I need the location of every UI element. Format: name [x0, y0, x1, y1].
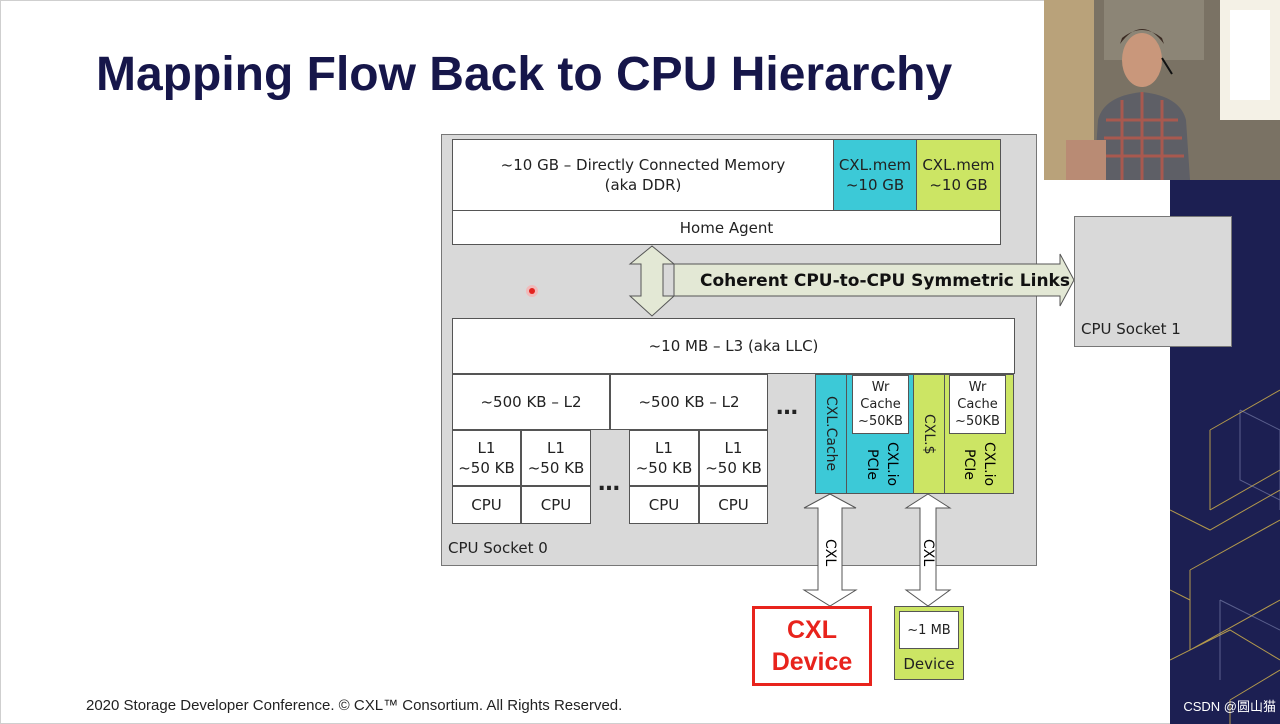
cxl-link-label: CXL — [822, 539, 838, 567]
cxl-mem-lime-line2: ~10 GB — [929, 176, 988, 194]
cxl-io-label: CXL.io — [981, 441, 997, 487]
pcie-label-lime-wrap: PCIe — [961, 436, 977, 492]
ellipsis: … — [598, 471, 622, 496]
wr-cache-cyan: Wr Cache ~50KB — [852, 375, 909, 434]
l1-cache: L1 ~50 KB — [452, 430, 521, 486]
wr-cache-line3: ~50KB — [955, 414, 1000, 429]
l1-size: ~50 KB — [635, 459, 693, 477]
cpu-core: CPU — [452, 486, 521, 524]
ellipsis: … — [776, 395, 800, 420]
cpu-core: CPU — [629, 486, 699, 524]
wr-cache-line1: Wr — [871, 380, 890, 395]
l1-label: L1 — [655, 439, 673, 457]
l1-size: ~50 KB — [705, 459, 762, 477]
laser-pointer-icon — [526, 285, 538, 297]
watermark: CSDN @圆山猫 — [1183, 699, 1276, 714]
l1-cache: L1 ~50 KB — [521, 430, 591, 486]
l1-label: L1 — [547, 439, 565, 457]
cxl-io-label-lime-wrap: CXL.io — [981, 436, 997, 492]
horizontal-link-arrow — [673, 253, 1075, 307]
l2-cache-b: ~500 KB – L2 — [610, 374, 768, 430]
cxl-cache-block: CXL.Cache — [815, 374, 847, 494]
cxl-io-label-cyan-wrap: CXL.io — [884, 436, 900, 492]
wr-cache-line1: Wr — [968, 380, 987, 395]
small-device-label: Device — [903, 655, 955, 673]
l1-size: ~50 KB — [527, 459, 585, 477]
cxl-mem-lime-line1: CXL.mem — [922, 156, 995, 174]
directly-connected-memory: ~10 GB – Directly Connected Memory (aka … — [452, 139, 834, 211]
cxl-mem-cyan: CXL.mem ~10 GB — [833, 139, 917, 211]
l2-cache-a: ~500 KB – L2 — [452, 374, 610, 430]
cpu-core: CPU — [699, 486, 768, 524]
cxl-link-label: CXL — [920, 539, 936, 567]
l1-cache: L1 ~50 KB — [699, 430, 768, 486]
cxl-mem-cyan-line1: CXL.mem — [838, 156, 912, 174]
home-agent: Home Agent — [452, 210, 1001, 245]
wr-cache-line3: ~50KB — [858, 414, 903, 429]
pcie-label: PCIe — [864, 448, 880, 480]
cpu-socket-1 — [1074, 216, 1232, 347]
coherent-link-arrows — [628, 245, 1075, 317]
wr-cache-lime: Wr Cache ~50KB — [949, 375, 1006, 434]
cxl-device-line1: CXL — [787, 616, 837, 644]
cxl-device-line2: Device — [771, 648, 853, 676]
cxl-mem-lime: CXL.mem ~10 GB — [916, 139, 1001, 211]
cpu-core: CPU — [521, 486, 591, 524]
presenter-image — [1044, 0, 1280, 180]
cxl-mem-cyan-line2: ~10 GB — [845, 176, 905, 194]
panel-line-art — [1170, 389, 1280, 724]
wr-cache-line2: Cache — [860, 397, 901, 412]
l1-size: ~50 KB — [458, 459, 515, 477]
small-device-memory: ~1 MB — [899, 611, 959, 649]
cxl-link-label-wrap: CXL — [918, 530, 938, 576]
cxl-io-label: CXL.io — [884, 441, 900, 487]
l1-label: L1 — [477, 439, 496, 457]
cpu-socket-1-label: CPU Socket 1 — [1081, 320, 1181, 338]
presenter-video — [1044, 0, 1280, 180]
slide-footer: 2020 Storage Developer Conference. © CXL… — [86, 697, 623, 714]
pcie-label: PCIe — [961, 448, 977, 480]
coherent-links-label: Coherent CPU-to-CPU Symmetric Links — [700, 271, 1070, 291]
memory-line2: (aka DDR) — [604, 176, 682, 194]
l1-cache: L1 ~50 KB — [629, 430, 699, 486]
l1-label: L1 — [724, 439, 743, 457]
cxl-device: CXL Device — [752, 606, 872, 686]
vertical-double-arrow — [628, 245, 676, 317]
cxl-cache-label: CXL.Cache — [823, 396, 839, 472]
pcie-label-cyan-wrap: PCIe — [864, 436, 880, 492]
wr-cache-line2: Cache — [957, 397, 998, 412]
cpu-socket-0-label: CPU Socket 0 — [448, 539, 548, 557]
cxl-link-label-wrap: CXL — [820, 530, 840, 576]
cxl-dollar-label: CXL.$ — [921, 413, 937, 455]
slide-title: Mapping Flow Back to CPU Hierarchy — [96, 48, 953, 101]
memory-line1: ~10 GB – Directly Connected Memory — [500, 156, 786, 174]
l3-cache: ~10 MB – L3 (aka LLC) — [452, 318, 1015, 374]
cxl-dollar-block: CXL.$ — [913, 374, 945, 494]
